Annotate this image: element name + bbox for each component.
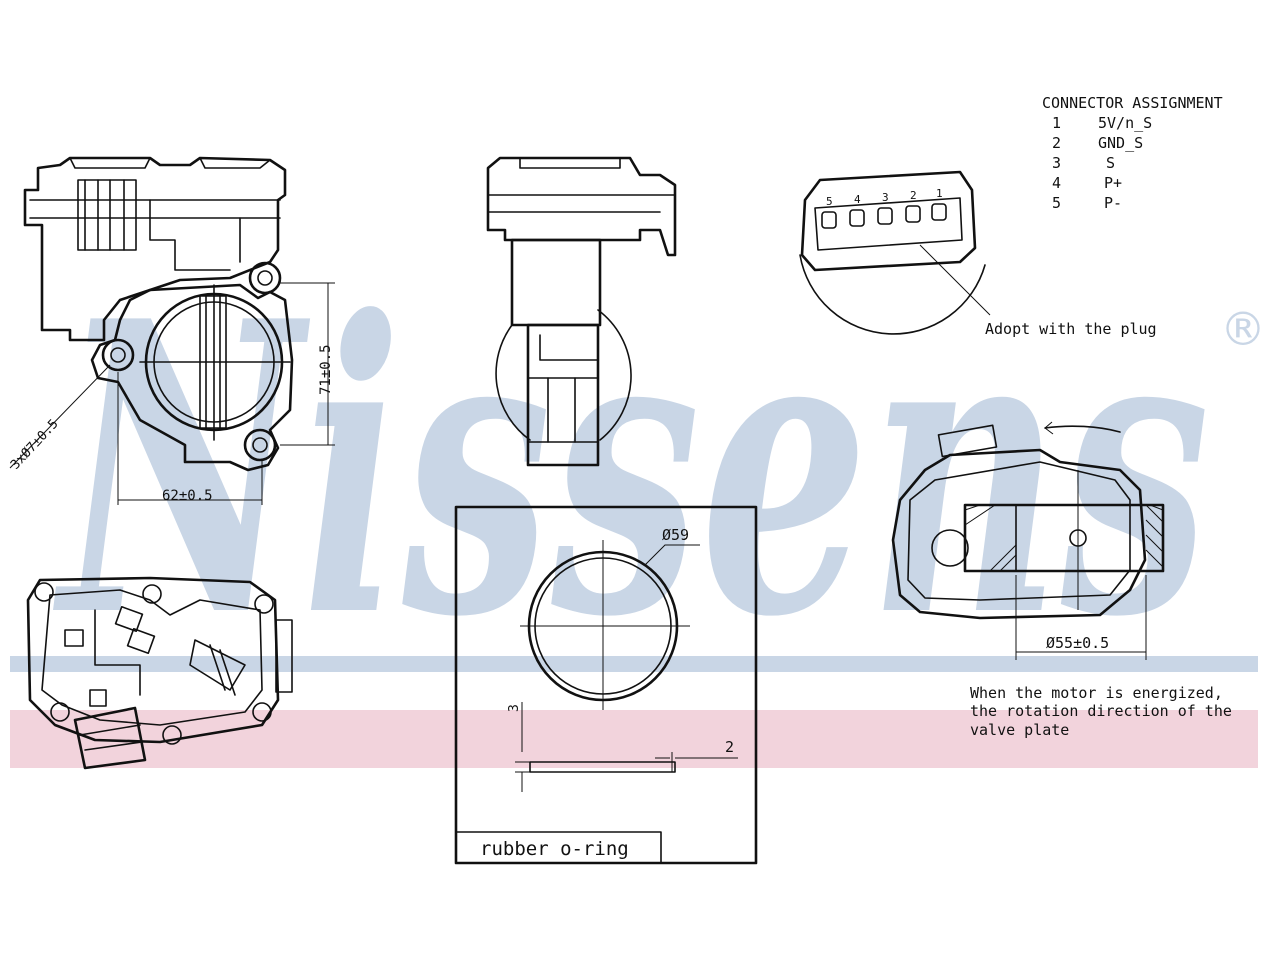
plug-pin-number: 5	[826, 195, 833, 208]
pin-signal: 5V/n_S	[1098, 114, 1152, 132]
dimension-holes: 3xØ7±0.5	[8, 417, 62, 473]
connector-row: 4 P+	[1052, 174, 1122, 192]
registered-mark: ®	[1220, 302, 1266, 356]
pin-signal: P+	[1104, 174, 1122, 192]
oring-detail-box	[454, 505, 758, 865]
pin-signal: S	[1106, 154, 1115, 172]
rotation-note-line: the rotation direction of the	[970, 702, 1232, 720]
pink-band	[10, 710, 1258, 768]
rotation-note-line: valve plate	[970, 721, 1069, 739]
brand-background: Nissens ®	[10, 235, 1266, 768]
dimension-section-3: 3	[507, 704, 522, 712]
plug-pin-number: 1	[936, 187, 943, 200]
plug-pins	[821, 203, 947, 229]
dimension-thickness-2: 2	[725, 738, 734, 756]
plug-pin-number: 2	[910, 189, 917, 202]
pin-number: 5	[1052, 194, 1061, 212]
side-view-throttle-body	[486, 156, 677, 467]
pin-signal: P-	[1104, 194, 1122, 212]
dimension-diameter-59: Ø59	[662, 526, 689, 544]
connector-title: CONNECTOR ASSIGNMENT	[1042, 94, 1223, 112]
rotation-note-line: When the motor is energized,	[970, 684, 1223, 702]
plug-pin-number: 4	[854, 193, 861, 206]
plug-pin-number: 3	[882, 191, 889, 204]
dimension-diameter-55: Ø55±0.5	[1046, 634, 1109, 652]
rotation-note: When the motor is energized, the rotatio…	[970, 684, 1232, 739]
oring-label: rubber o-ring	[480, 838, 629, 860]
connector-plug-detail: 5 4 3 2 1	[799, 170, 991, 335]
connector-row: 5 P-	[1052, 194, 1122, 212]
pin-signal: GND_S	[1098, 134, 1143, 152]
cross-section-view	[891, 421, 1165, 660]
dimension-71: 71±0.5	[318, 344, 334, 395]
dimension-62: 62±0.5	[162, 488, 213, 504]
brand-watermark: Nissens	[52, 235, 1210, 705]
rear-view-throttle-body	[26, 576, 293, 770]
front-view-throttle-body	[9, 156, 335, 505]
pin-number: 2	[1052, 134, 1061, 152]
pin-number: 3	[1052, 154, 1061, 172]
connector-row: 3 S	[1052, 154, 1115, 172]
plug-note: Adopt with the plug	[985, 320, 1157, 338]
connector-assignment-table: CONNECTOR ASSIGNMENT 1 5V/n_S 2 GND_S 3 …	[1042, 94, 1223, 212]
pin-number: 4	[1052, 174, 1061, 192]
pin-number: 1	[1052, 114, 1061, 132]
blue-rule	[10, 656, 1258, 672]
connector-row: 2 GND_S	[1052, 134, 1143, 152]
connector-row: 1 5V/n_S	[1052, 114, 1152, 132]
